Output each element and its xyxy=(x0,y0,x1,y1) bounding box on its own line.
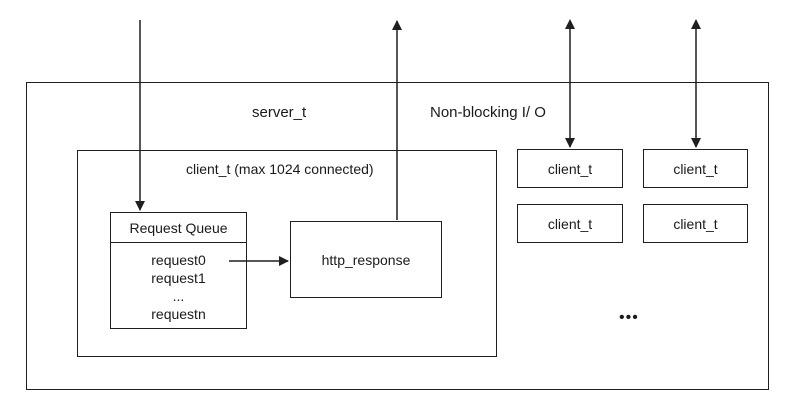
request-queue-title: Request Queue xyxy=(111,213,246,243)
client-t-main-label: client_t (max 1024 connected) xyxy=(186,161,374,177)
request-queue-list: request0 request1 ... requestn xyxy=(111,251,246,323)
client-t-box-2: client_t xyxy=(643,149,748,188)
request-queue-box: Request Queue request0 request1 ... requ… xyxy=(110,212,247,329)
request-item-1: request1 xyxy=(151,270,206,286)
client-t-box-4: client_t xyxy=(643,204,748,243)
client-t-box-3: client_t xyxy=(517,204,623,243)
request-item-ellipsis: ... xyxy=(172,288,185,304)
server-t-label: server_t xyxy=(252,104,307,121)
more-clients-ellipsis: ••• xyxy=(619,309,639,326)
http-response-box: http_response xyxy=(290,221,442,298)
request-item-0: request0 xyxy=(151,252,206,268)
non-blocking-io-label: Non-blocking I/ O xyxy=(430,104,546,121)
request-item-n: requestn xyxy=(151,306,206,322)
client-t-box-1: client_t xyxy=(517,149,623,188)
